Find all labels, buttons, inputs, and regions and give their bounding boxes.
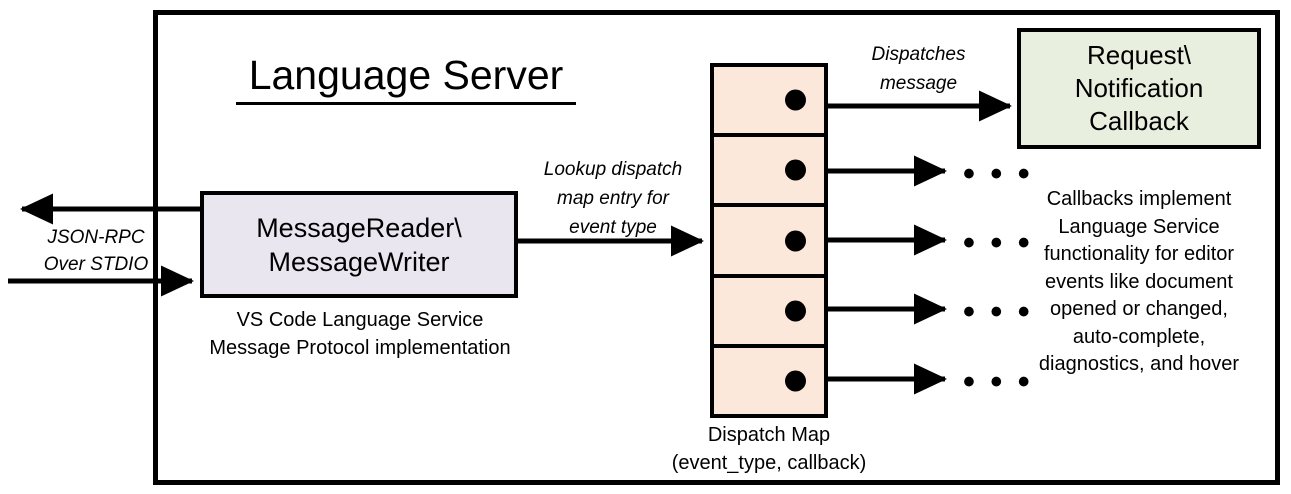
dispatch-map-row[interactable]: [714, 67, 824, 138]
lookup-edge-label-line1: Lookup dispatch: [543, 159, 683, 180]
callback-box-line2: Notification: [1074, 73, 1204, 103]
callback-caption-line3: functionality for editor: [1043, 243, 1235, 265]
language-server-boundary: [153, 10, 1280, 485]
callback-dot-icon: [785, 370, 806, 392]
callback-caption-line7: diagnostics, and hover: [1038, 353, 1240, 375]
lookup-edge-label: Lookup dispatch map entry for event type: [518, 155, 708, 242]
jsonrpc-edge-label-line2: Over STDIO: [43, 254, 149, 275]
message-reader-writer-caption-line1: VS Code Language Service: [236, 309, 484, 331]
message-reader-writer-caption: VS Code Language Service Message Protoco…: [188, 306, 532, 362]
callback-dot-icon: [785, 230, 806, 251]
message-reader-writer-line2: MessageWriter: [268, 246, 450, 277]
callback-caption-line6: auto-complete,: [1072, 325, 1206, 348]
request-notification-callback-box[interactable]: Request\ Notification Callback: [1017, 28, 1261, 149]
ellipsis-row-2: • • •: [963, 155, 1033, 193]
callback-caption-line5: opened or changed,: [1050, 298, 1228, 320]
callback-caption: Callbacks implement Language Service fun…: [1008, 186, 1270, 379]
dispatch-edge-label: Dispatches message: [836, 40, 1001, 98]
lookup-edge-label-line2: map entry for: [557, 188, 669, 209]
callback-dot-icon: [785, 159, 806, 181]
callback-box-line1: Request\: [1086, 40, 1192, 70]
dispatch-edge-label-line2: message: [879, 73, 958, 94]
message-reader-writer-line1: MessageReader\: [256, 212, 462, 243]
callback-dot-icon: [785, 89, 806, 111]
callback-caption-line1: Callbacks implement: [1046, 188, 1232, 210]
dispatch-map-caption-line2: (event_type, callback): [671, 452, 867, 474]
dispatch-map-caption: Dispatch Map (event_type, callback): [648, 421, 890, 477]
dispatch-edge-label-line1: Dispatches: [871, 44, 966, 65]
dispatch-map-row[interactable]: [714, 207, 824, 278]
lookup-edge-label-line3: event type: [569, 217, 657, 238]
message-reader-writer-box[interactable]: MessageReader\ MessageWriter: [200, 191, 518, 298]
dispatch-map-row[interactable]: [714, 347, 824, 415]
dispatch-map-row[interactable]: [714, 137, 824, 208]
callback-caption-line4: events like document: [1045, 270, 1233, 293]
message-reader-writer-caption-line2: Message Protocol implementation: [209, 337, 511, 359]
diagram-title: Language Server: [236, 50, 576, 105]
dispatch-map-table[interactable]: [710, 63, 828, 418]
dispatch-map-row[interactable]: [714, 277, 824, 348]
jsonrpc-edge-label: JSON-RPC Over STDIO: [26, 224, 166, 278]
callback-caption-line2: Language Service: [1058, 215, 1220, 238]
dispatch-map-caption-line1: Dispatch Map: [707, 424, 831, 446]
callback-box-line3: Callback: [1089, 106, 1189, 136]
callback-dot-icon: [785, 300, 806, 322]
jsonrpc-edge-label-line1: JSON-RPC: [47, 227, 145, 248]
